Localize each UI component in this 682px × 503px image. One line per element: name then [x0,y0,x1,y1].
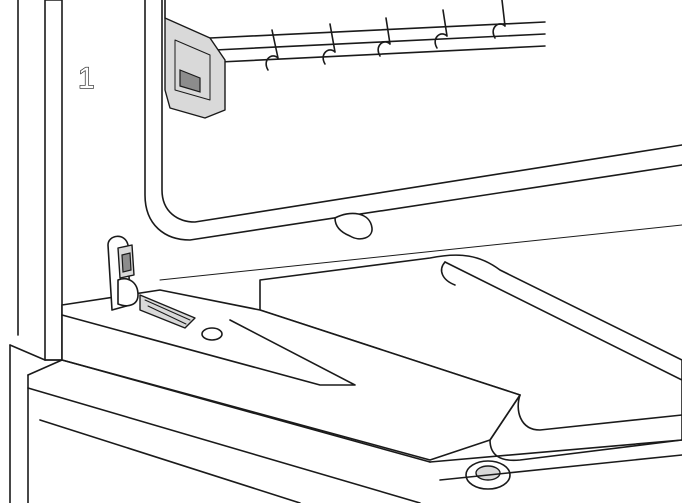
upper-rack [164,0,546,119]
door-frame [9,0,63,503]
hinge-latch-assembly [107,235,223,341]
tub-back-edge [159,224,682,281]
callout-number: 1 [78,62,95,95]
front-ledge [27,289,521,503]
tub-floor [259,254,682,462]
tub-foot [429,439,682,490]
lower-rack-wire [144,0,682,241]
